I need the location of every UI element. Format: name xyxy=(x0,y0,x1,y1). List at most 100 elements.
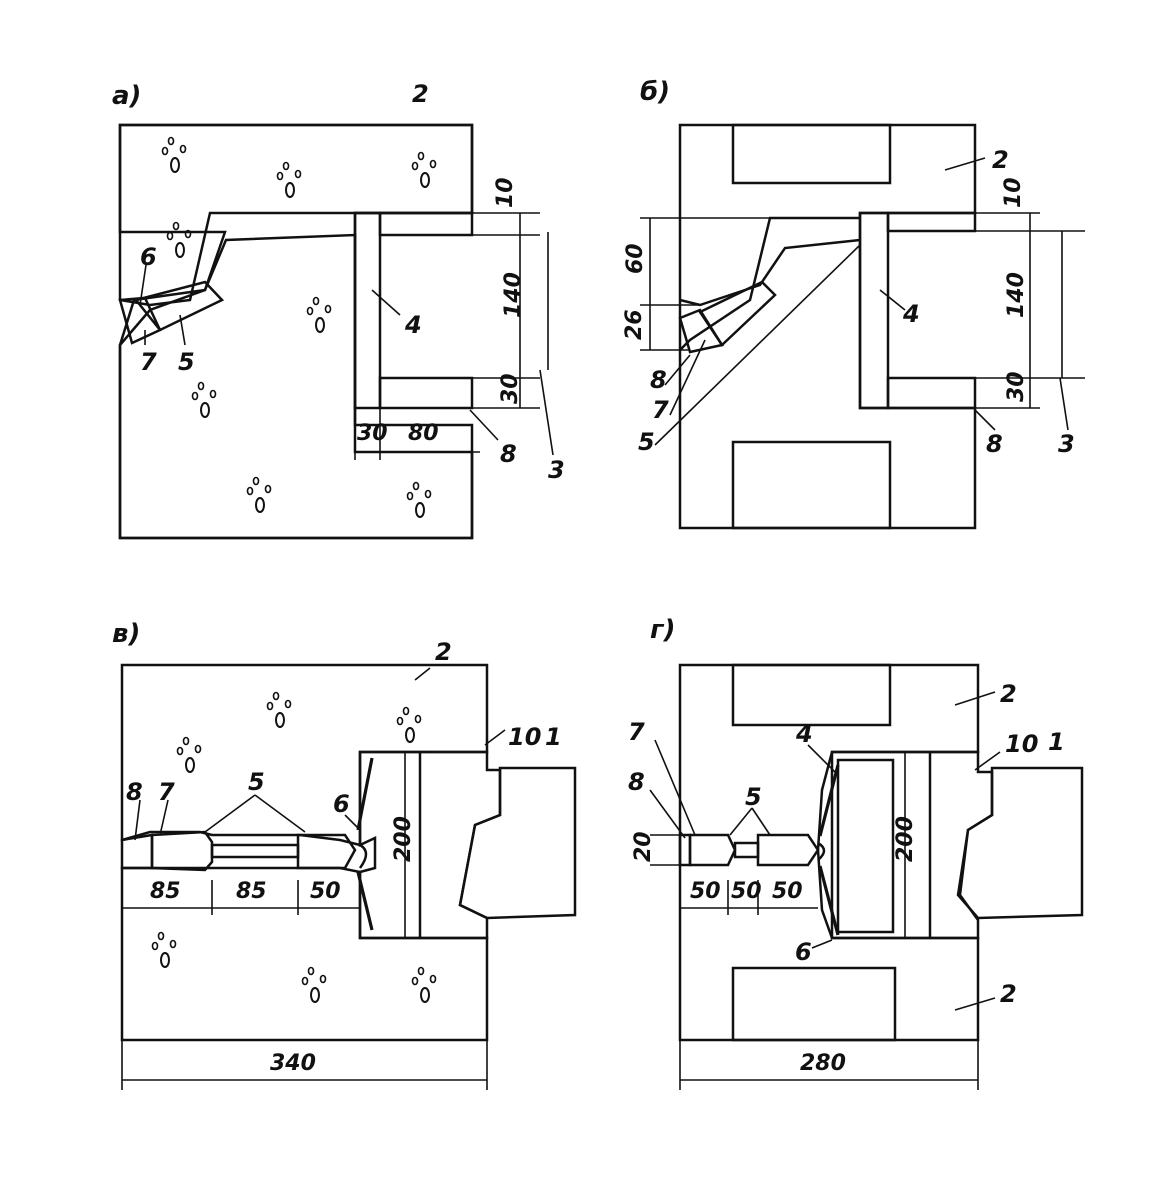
label-7: 7 xyxy=(158,778,175,806)
insulation-block-top xyxy=(731,663,892,727)
label-8: 8 xyxy=(628,768,645,796)
leader-line xyxy=(974,751,1001,771)
curved-seal xyxy=(817,841,826,861)
panel-c-title: в) xyxy=(112,619,140,649)
seal-bottom xyxy=(886,376,977,410)
label-6: 6 xyxy=(140,243,157,271)
pebbles xyxy=(191,381,217,418)
dim-340: 340 xyxy=(270,1051,316,1076)
panel-c: в) 2 1 10 8 xyxy=(112,619,577,1090)
gasket-5 xyxy=(296,833,357,870)
panel-b: б) 2 4 8 7 5 8 3 10 140 30 xyxy=(622,77,1085,530)
mastic-8 xyxy=(678,833,692,867)
dim-50: 50 xyxy=(310,879,341,904)
insulation-block-bottom xyxy=(731,440,892,530)
label-5: 5 xyxy=(745,783,762,811)
gasket-7 xyxy=(688,833,737,867)
label-8-seal: 8 xyxy=(986,430,1003,458)
label-10: 10 xyxy=(508,723,541,751)
label-2-bottom: 2 xyxy=(1000,980,1017,1008)
label-8: 8 xyxy=(500,440,517,468)
label-8: 8 xyxy=(650,366,667,394)
panel-a-title: а) xyxy=(112,81,141,111)
label-3: 3 xyxy=(548,456,565,484)
panel-d: г) 2 1 10 4 7 xyxy=(628,615,1084,1090)
dim-200: 200 xyxy=(391,816,416,862)
concrete-wall-upper xyxy=(120,663,489,847)
dim-30: 30 xyxy=(1004,371,1029,402)
dim-200: 200 xyxy=(893,816,918,862)
label-1: 1 xyxy=(545,723,562,751)
dim-26: 26 xyxy=(622,309,647,340)
leader-line xyxy=(944,157,986,171)
pebbles xyxy=(161,136,187,173)
leader-line xyxy=(539,369,554,456)
label-10: 10 xyxy=(1005,730,1038,758)
leader-line xyxy=(654,244,861,446)
leader-line xyxy=(159,799,169,836)
gasket-7 xyxy=(150,830,214,872)
dim-85-middle: 85 xyxy=(236,879,267,904)
leader-line xyxy=(414,667,431,681)
window-frame-1 xyxy=(956,766,1084,920)
flashing-6 xyxy=(356,757,374,931)
joint-channel xyxy=(210,843,300,859)
mastic-7 xyxy=(678,308,725,354)
leader-line xyxy=(484,729,506,746)
mastic-8 xyxy=(120,833,154,870)
leader-line xyxy=(134,799,141,841)
pebbles xyxy=(406,481,432,518)
gasket-4 xyxy=(836,758,895,934)
window-frame-1 xyxy=(458,766,577,920)
leader-line xyxy=(974,409,996,431)
pebbles xyxy=(266,691,292,728)
label-7: 7 xyxy=(652,396,669,424)
leader-line xyxy=(204,794,256,833)
leader-line xyxy=(807,744,839,776)
label-2: 2 xyxy=(412,80,429,108)
label-2-top: 2 xyxy=(1000,680,1017,708)
leader-line xyxy=(254,794,306,833)
leader-line xyxy=(1059,377,1069,431)
pebbles xyxy=(301,966,327,1003)
dim-280: 280 xyxy=(800,1051,846,1076)
concrete-wall-lower xyxy=(118,233,474,540)
leader-line xyxy=(751,807,771,836)
thermal-insert-10 xyxy=(358,750,502,940)
flashing-6 xyxy=(818,764,840,936)
dim-140: 140 xyxy=(501,272,526,318)
label-3: 3 xyxy=(1058,430,1075,458)
dim-80: 80 xyxy=(408,421,439,446)
leader-line xyxy=(139,264,147,306)
panel-a: а) 2 4 5 6 7 8 xyxy=(112,80,565,540)
dim-10: 10 xyxy=(1001,177,1026,208)
curved-seal xyxy=(358,843,368,869)
mastic-7 xyxy=(118,296,162,345)
label-2: 2 xyxy=(992,146,1009,174)
leader-line xyxy=(954,997,996,1011)
wall-outline xyxy=(678,663,980,1042)
gasket-4 xyxy=(858,211,890,410)
dim-50-right: 50 xyxy=(772,879,803,904)
leader-line xyxy=(879,289,906,311)
insulation-block-top xyxy=(731,123,892,185)
pebbles xyxy=(151,931,177,968)
gasket-4 xyxy=(353,211,382,410)
panel-b-title: б) xyxy=(640,77,670,107)
seal-bottom xyxy=(378,376,474,410)
dim-85-left: 85 xyxy=(150,879,181,904)
dim-20: 20 xyxy=(631,831,656,862)
dim-50-left: 50 xyxy=(690,879,721,904)
label-8: 8 xyxy=(126,778,143,806)
label-5: 5 xyxy=(248,768,265,796)
seal-top xyxy=(886,211,977,233)
joint-channel xyxy=(733,841,760,859)
label-7: 7 xyxy=(140,348,157,376)
pebbles xyxy=(166,221,192,258)
dim-140: 140 xyxy=(1004,272,1029,318)
pebbles xyxy=(411,966,437,1003)
joint-profile xyxy=(679,216,861,351)
label-5: 5 xyxy=(638,428,655,456)
gasket-5 xyxy=(756,833,820,867)
